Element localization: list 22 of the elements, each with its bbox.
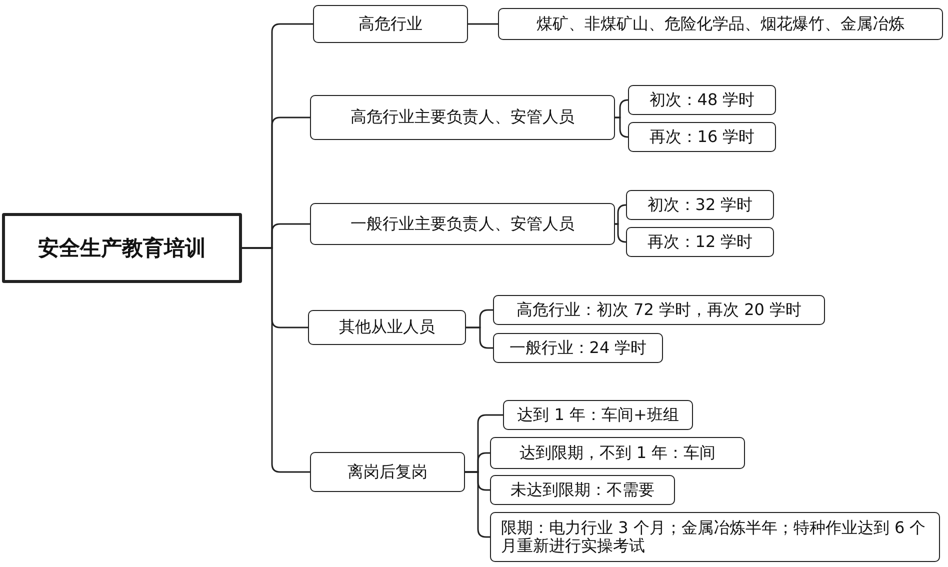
topic-box: 初次：48 学时 xyxy=(628,85,776,115)
topic-box: 一般行业主要负责人、安管人员 xyxy=(310,203,615,245)
connector-line xyxy=(615,116,629,138)
topic-box: 再次：16 学时 xyxy=(628,122,776,152)
topic-box: 未达到限期：不需要 xyxy=(490,475,675,505)
connector-line xyxy=(615,223,627,243)
connector-line xyxy=(242,247,310,473)
topic-box: 达到限期，不到 1 年：车间 xyxy=(490,437,745,469)
connector-line xyxy=(468,23,498,25)
topic-box: 高危行业主要负责人、安管人员 xyxy=(310,95,615,140)
topic-box: 高危行业：初次 72 学时，再次 20 学时 xyxy=(493,295,825,325)
topic-box: 离岗后复岗 xyxy=(310,452,465,492)
topic-box: 一般行业：24 学时 xyxy=(493,333,663,363)
topic-box: 高危行业 xyxy=(313,5,468,43)
topic-box: 其他从业人员 xyxy=(308,310,466,345)
topic-box: 达到 1 年：车间+班组 xyxy=(503,400,693,430)
topic-box: 限期：电力行业 3 个月；金属冶炼半年；特种作业达到 6 个月重新进行实操考试 xyxy=(490,512,940,562)
connector-line xyxy=(615,204,627,225)
root-box: 安全生产教育培训 xyxy=(2,213,242,283)
topic-box: 再次：12 学时 xyxy=(626,227,774,257)
topic-box: 初次：32 学时 xyxy=(626,190,774,220)
topic-box: 煤矿、非煤矿山、危险化学品、烟花爆竹、金属冶炼 xyxy=(498,8,943,40)
